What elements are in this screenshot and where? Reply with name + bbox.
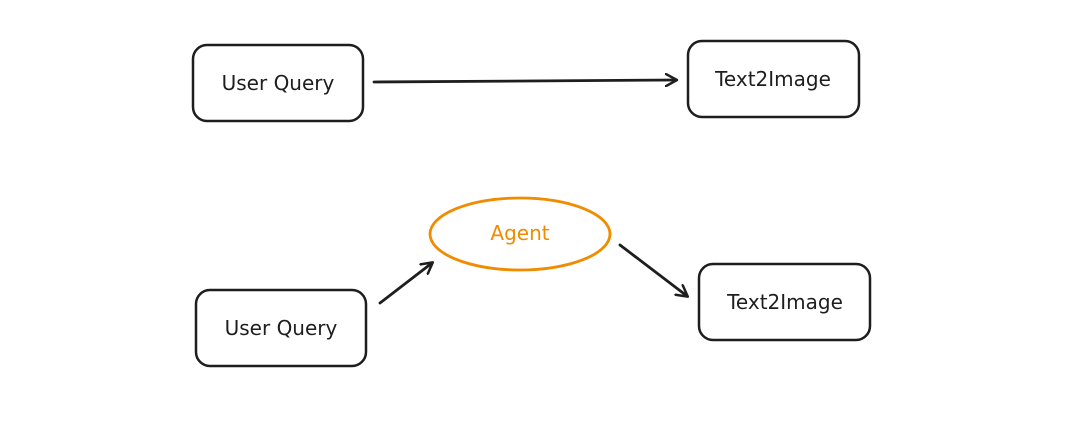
user-query-label-top: User Query xyxy=(222,71,335,95)
text2image-label-top: Text2Image xyxy=(714,67,831,91)
user-query-box-top[interactable] xyxy=(191,43,365,123)
text2image-box-top[interactable] xyxy=(686,39,861,119)
direct-arrow xyxy=(372,80,676,82)
agent-label: Agent xyxy=(490,221,549,245)
user-query-label-bottom: User Query xyxy=(225,316,338,340)
user-query-box-bottom[interactable] xyxy=(194,288,368,368)
query-to-agent-arrow xyxy=(378,263,432,305)
text2image-box-bottom[interactable] xyxy=(697,262,872,342)
agent-flow: User Query Agent Text2Image xyxy=(194,196,872,368)
agent-node[interactable] xyxy=(428,196,612,272)
direct-flow: User Query Text2Image xyxy=(191,39,861,123)
text2image-label-bottom: Text2Image xyxy=(726,290,843,314)
agent-to-text2image-arrow xyxy=(618,243,687,296)
